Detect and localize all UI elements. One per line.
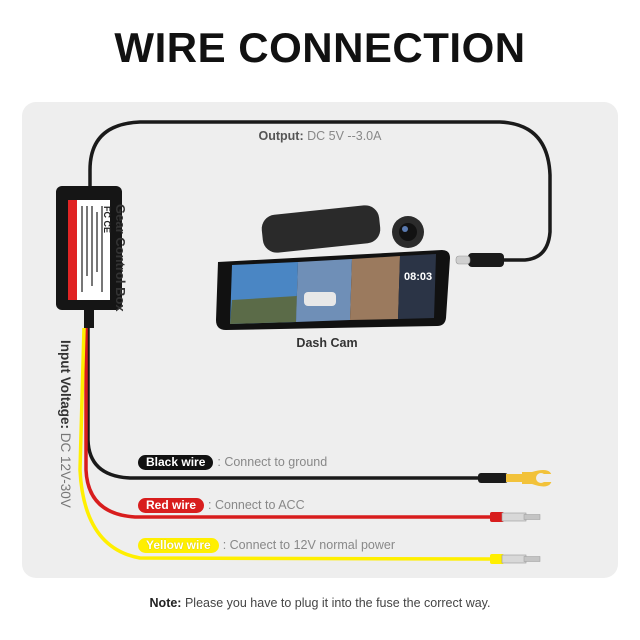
input-cable-sleeve bbox=[84, 310, 94, 328]
note-label: Note: bbox=[149, 596, 182, 610]
output-cable bbox=[88, 120, 552, 262]
black-wire-tag: Black wire bbox=[138, 454, 214, 470]
yellow-wire bbox=[78, 327, 491, 561]
output-label: Output: DC 5V --3.0A bbox=[0, 129, 640, 143]
svg-text:FC CE: FC CE bbox=[102, 206, 112, 233]
red-wire bbox=[84, 328, 490, 519]
yellow-wire-row: Yellow wire : Connect to 12V normal powe… bbox=[138, 537, 395, 553]
screen-time: 08:03 bbox=[404, 271, 432, 283]
input-voltage-label: Input Voltage: DC 12V-30V bbox=[58, 340, 73, 508]
yellow-wire-tag: Yellow wire bbox=[138, 537, 219, 553]
yellow-wire-desc: : Connect to 12V normal power bbox=[222, 538, 396, 552]
usb-c-plug-icon bbox=[455, 253, 504, 267]
output-label-title: Output: bbox=[258, 129, 304, 143]
black-wire bbox=[86, 328, 480, 480]
black-wire-row: Black wire : Connect to ground bbox=[138, 454, 327, 470]
black-wire-desc: : Connect to ground bbox=[217, 455, 328, 469]
dash-cam-label: Dash Cam bbox=[296, 336, 358, 350]
dash-cam-icon bbox=[216, 205, 450, 330]
red-connector-icon bbox=[490, 512, 541, 522]
note-text: Please you have to plug it into the fuse… bbox=[184, 596, 491, 610]
red-wire-row: Red wire : Connect to ACC bbox=[138, 497, 305, 513]
ring-terminal-icon bbox=[478, 470, 553, 487]
gear-control-box-label: Gear Control Box bbox=[113, 204, 128, 312]
footer-note: Note: Please you have to plug it into th… bbox=[0, 596, 640, 610]
page-title: WIRE CONNECTION bbox=[114, 24, 526, 71]
gear-control-box: FC CE bbox=[56, 186, 122, 310]
dash-cam-screen bbox=[230, 254, 436, 324]
red-wire-desc: : Connect to ACC bbox=[208, 498, 305, 512]
input-voltage-value: DC 12V-30V bbox=[58, 432, 73, 508]
red-wire-tag: Red wire bbox=[138, 497, 205, 513]
input-voltage-title: Input Voltage: bbox=[58, 340, 73, 429]
diagram-panel bbox=[22, 102, 618, 578]
output-label-value: DC 5V --3.0A bbox=[307, 129, 382, 143]
yellow-connector-icon bbox=[490, 554, 541, 564]
